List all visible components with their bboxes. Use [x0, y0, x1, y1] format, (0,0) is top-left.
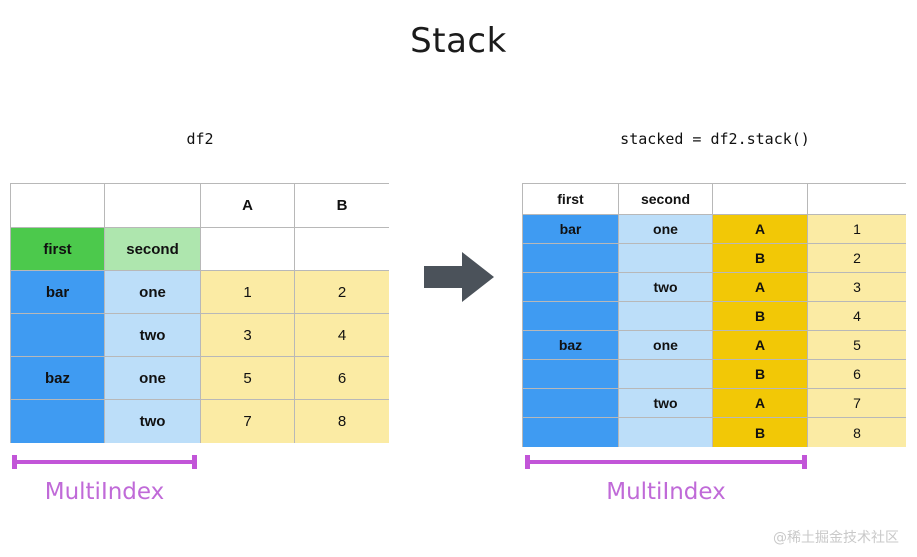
- right-cell-second: two: [619, 389, 713, 418]
- left-column-header-b: B: [295, 183, 389, 228]
- left-cell-second: two: [105, 314, 201, 357]
- right-cell-value: 8: [808, 418, 906, 447]
- right-cell-first: [522, 302, 619, 331]
- right-cell-level: A: [713, 273, 808, 302]
- right-cell-level: B: [713, 244, 808, 273]
- dataframe-table-stacked: first second bar one A 1 B 2 two A 3 B 4…: [522, 183, 906, 447]
- right-cell-level: B: [713, 360, 808, 389]
- right-cell-level: A: [713, 331, 808, 360]
- right-index-name-second: second: [619, 183, 713, 215]
- left-cell-first: baz: [10, 357, 105, 400]
- right-cell-value: 5: [808, 331, 906, 360]
- left-cell-second: two: [105, 400, 201, 443]
- right-cell-value: 4: [808, 302, 906, 331]
- right-cell-second: one: [619, 215, 713, 244]
- left-cell-b: 4: [295, 314, 389, 357]
- left-header-blank-a: [201, 228, 295, 271]
- left-index-name-first: first: [10, 228, 105, 271]
- right-cell-second: [619, 244, 713, 273]
- left-cell-first: [10, 400, 105, 443]
- multiindex-bracket-left: [12, 455, 197, 469]
- left-cell-second: one: [105, 357, 201, 400]
- right-cell-level: A: [713, 215, 808, 244]
- left-cell-a: 1: [201, 271, 295, 314]
- right-header-blank-2: [808, 183, 906, 215]
- left-cell-b: 8: [295, 400, 389, 443]
- right-cell-first: [522, 360, 619, 389]
- right-cell-value: 3: [808, 273, 906, 302]
- left-cell-first: [10, 314, 105, 357]
- multiindex-label-left: MultiIndex: [44, 479, 165, 505]
- right-cell-second: [619, 360, 713, 389]
- multiindex-bracket-right: [525, 455, 807, 469]
- left-cell-a: 3: [201, 314, 295, 357]
- bracket-tick-right: [192, 455, 197, 469]
- left-header-blank-b: [295, 228, 389, 271]
- right-cell-second: two: [619, 273, 713, 302]
- left-cell-first: bar: [10, 271, 105, 314]
- bracket-tick-right: [802, 455, 807, 469]
- right-cell-first: [522, 418, 619, 447]
- right-cell-first: [522, 273, 619, 302]
- right-index-name-first: first: [522, 183, 619, 215]
- watermark: @稀土掘金技术社区: [773, 530, 899, 546]
- left-cell-second: one: [105, 271, 201, 314]
- left-cell-a: 7: [201, 400, 295, 443]
- right-cell-second: one: [619, 331, 713, 360]
- caption-stacked: stacked = df2.stack(): [620, 130, 810, 148]
- left-corner-blank-1: [10, 183, 105, 228]
- left-cell-b: 6: [295, 357, 389, 400]
- right-cell-value: 6: [808, 360, 906, 389]
- left-index-name-second: second: [105, 228, 201, 271]
- right-cell-first: [522, 244, 619, 273]
- right-cell-first: [522, 389, 619, 418]
- right-cell-value: 7: [808, 389, 906, 418]
- right-cell-level: A: [713, 389, 808, 418]
- bracket-bar: [12, 460, 197, 464]
- right-cell-value: 1: [808, 215, 906, 244]
- right-header-blank-1: [713, 183, 808, 215]
- left-cell-b: 2: [295, 271, 389, 314]
- page-title: Stack: [410, 21, 507, 61]
- right-cell-level: B: [713, 302, 808, 331]
- left-cell-a: 5: [201, 357, 295, 400]
- right-cell-first: baz: [522, 331, 619, 360]
- right-cell-second: [619, 302, 713, 331]
- bracket-bar: [525, 460, 807, 464]
- right-arrow-icon: [424, 252, 494, 302]
- right-cell-value: 2: [808, 244, 906, 273]
- left-column-header-a: A: [201, 183, 295, 228]
- multiindex-label-right: MultiIndex: [606, 479, 726, 505]
- dataframe-table-df2: A B first second bar one 1 2 two 3 4 baz…: [10, 183, 389, 443]
- left-corner-blank-2: [105, 183, 201, 228]
- caption-df2: df2: [186, 130, 214, 148]
- right-cell-level: B: [713, 418, 808, 447]
- right-cell-first: bar: [522, 215, 619, 244]
- right-cell-second: [619, 418, 713, 447]
